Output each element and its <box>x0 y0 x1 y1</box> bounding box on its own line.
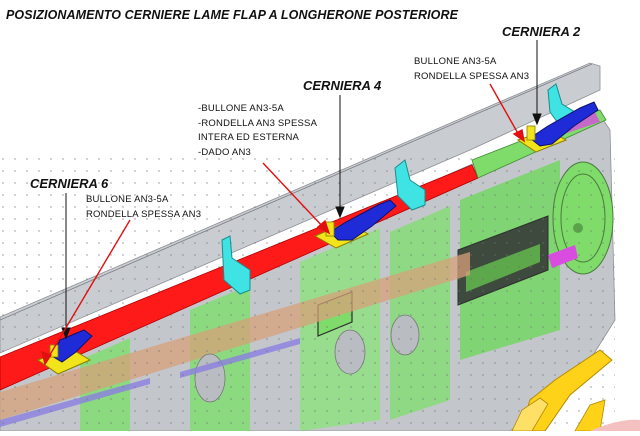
note-leader-lines <box>41 83 525 366</box>
pink-trailing-edge <box>590 419 640 431</box>
hinge-6-label: CERNIERA 6 <box>30 176 109 191</box>
hinge-4-notes: -BULLONE AN3-5A -RONDELLA AN3 SPESSA INT… <box>198 104 317 162</box>
hinge-2-assembly <box>516 101 599 153</box>
hinge-6-note-washer: RONDELLA SPESSA AN3 <box>86 208 202 220</box>
cyan-clip-1 <box>221 235 251 295</box>
hinge-4-note-washer-position: INTERA ED ESTERNA <box>198 132 300 143</box>
hinge-2-note-washer: RONDELLA SPESSA AN3 <box>414 70 530 82</box>
hinge-name-arrows <box>61 40 542 340</box>
hinge-2-bracket <box>529 101 599 147</box>
hinge-6-note-leader <box>47 219 131 359</box>
rivet-pattern <box>0 150 615 431</box>
hinge-6-assembly <box>36 329 93 375</box>
hinge-2-lug <box>526 125 536 141</box>
hinge-4-note-washer: -RONDELLA AN3 SPESSA <box>198 117 318 129</box>
hinge-4-note-bolt: -BULLONE AN3-5A <box>198 103 284 114</box>
hinge-6-note-bolt: BULLONE AN3-5A <box>86 194 169 205</box>
magenta-plate <box>548 245 578 268</box>
hinge-2-notes: BULLONE AN3-5A RONDELLA SPESSA AN3 <box>414 57 529 86</box>
hinge-4-bracket <box>329 199 397 241</box>
hinge-4-assembly <box>313 199 397 249</box>
hinge-4-note-leader <box>262 162 326 230</box>
hinge-2-note-leader <box>489 83 521 138</box>
hinge-6-notes: BULLONE AN3-5A RONDELLA SPESSA AN3 <box>86 195 201 224</box>
hinge-4-note-nut: -DADO AN3 <box>198 146 252 158</box>
hinge-4-label: CERNIERA 4 <box>303 78 382 93</box>
hinge-2-note-bolt: BULLONE AN3-5A <box>414 56 497 67</box>
cyan-clip-2 <box>394 159 426 211</box>
hinge-2-label: CERNIERA 2 <box>502 24 581 39</box>
hinge-6-bracket <box>51 329 93 363</box>
hinge-6-lug <box>49 344 59 358</box>
diagram-title: POSIZIONAMENTO CERNIERE LAME FLAP A LONG… <box>6 8 459 22</box>
yellow-rib-cluster <box>511 349 613 432</box>
